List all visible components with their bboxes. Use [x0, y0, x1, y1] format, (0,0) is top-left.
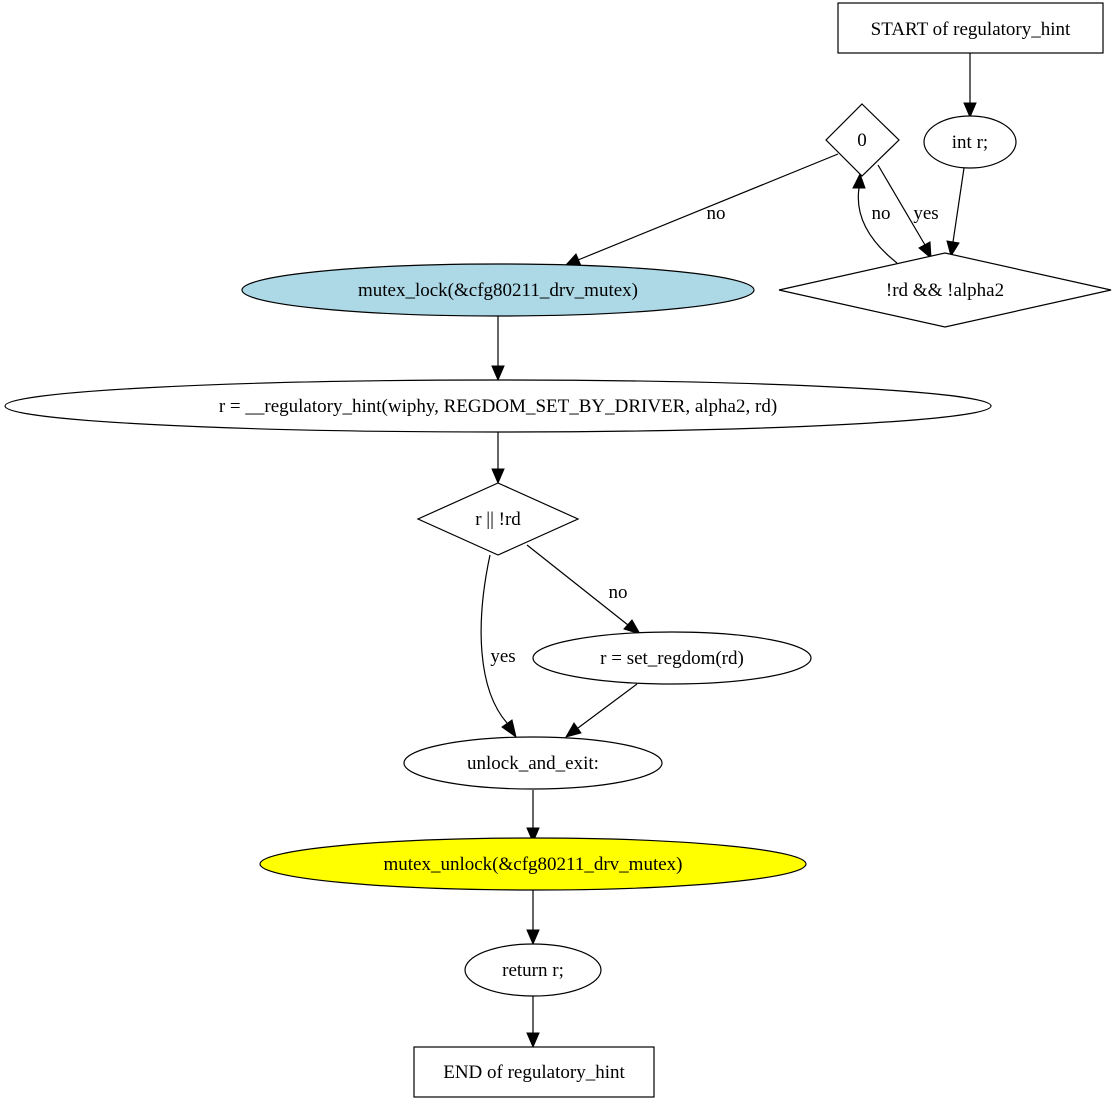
- node-start: START of regulatory_hint: [837, 2, 1104, 54]
- node-mutex-lock: mutex_lock(&cfg80211_drv_mutex): [241, 263, 755, 317]
- edge-zero-to-mutex-lock: no: [564, 153, 839, 267]
- edge-label-no-rd-alpha2: no: [872, 203, 891, 224]
- node-return-r-label: return r;: [502, 960, 564, 981]
- node-set-regdom: r = set_regdom(rd): [532, 631, 812, 685]
- edge-zero-to-rd-alpha2: yes: [877, 164, 939, 260]
- node-cond-rd-alpha2: !rd && !alpha2: [778, 252, 1112, 328]
- edge-start-to-int-r: [963, 53, 977, 119]
- node-mutex-unlock-label: mutex_unlock(&cfg80211_drv_mutex): [383, 854, 682, 875]
- node-cond-rd-alpha2-label: !rd && !alpha2: [886, 280, 1004, 301]
- node-mutex-unlock: mutex_unlock(&cfg80211_drv_mutex): [259, 837, 807, 891]
- node-unlock-label: unlock_and_exit:: [403, 736, 663, 790]
- edge-set-regdom-to-unlock: [564, 683, 638, 738]
- edge-return-to-end: [526, 996, 540, 1049]
- node-int-r: int r;: [923, 115, 1017, 169]
- node-start-label: START of regulatory_hint: [871, 19, 1071, 40]
- edge-mutex-unlock-to-return: [526, 890, 540, 946]
- edge-unlock-to-mutex-unlock: [526, 790, 540, 844]
- edge-r-rd-to-set-regdom: no: [526, 544, 642, 635]
- edge-int-r-to-rd-alpha2: [946, 167, 965, 258]
- edge-label-no-r-rd: no: [609, 582, 628, 603]
- node-reg-hint-call-label: r = __regulatory_hint(wiphy, REGDOM_SET_…: [219, 396, 777, 417]
- edge-rd-alpha2-to-zero: no: [852, 172, 898, 264]
- node-int-r-label: int r;: [952, 132, 988, 153]
- edge-r-rd-to-unlock: yes: [480, 554, 517, 739]
- edge-reg-hint-to-r-rd: [491, 432, 505, 485]
- node-cond-zero-label: 0: [857, 130, 867, 151]
- node-unlock-label-text: unlock_and_exit:: [467, 753, 599, 774]
- edge-label-yes-r-rd: yes: [490, 646, 515, 667]
- node-end-label: END of regulatory_hint: [443, 1062, 625, 1083]
- node-cond-r-rd-label: r || !rd: [475, 509, 521, 530]
- edge-label-yes-zero: yes: [913, 203, 938, 224]
- node-end: END of regulatory_hint: [413, 1046, 655, 1098]
- node-reg-hint-call: r = __regulatory_hint(wiphy, REGDOM_SET_…: [4, 379, 992, 433]
- node-return-r: return r;: [464, 943, 602, 997]
- node-set-regdom-label: r = set_regdom(rd): [600, 648, 744, 669]
- edge-mutex-lock-to-reg-hint: [491, 316, 505, 382]
- node-mutex-lock-label: mutex_lock(&cfg80211_drv_mutex): [358, 280, 638, 301]
- edge-label-no-zero: no: [707, 203, 726, 224]
- node-cond-r-rd: r || !rd: [416, 482, 580, 556]
- node-cond-zero: 0: [825, 103, 900, 177]
